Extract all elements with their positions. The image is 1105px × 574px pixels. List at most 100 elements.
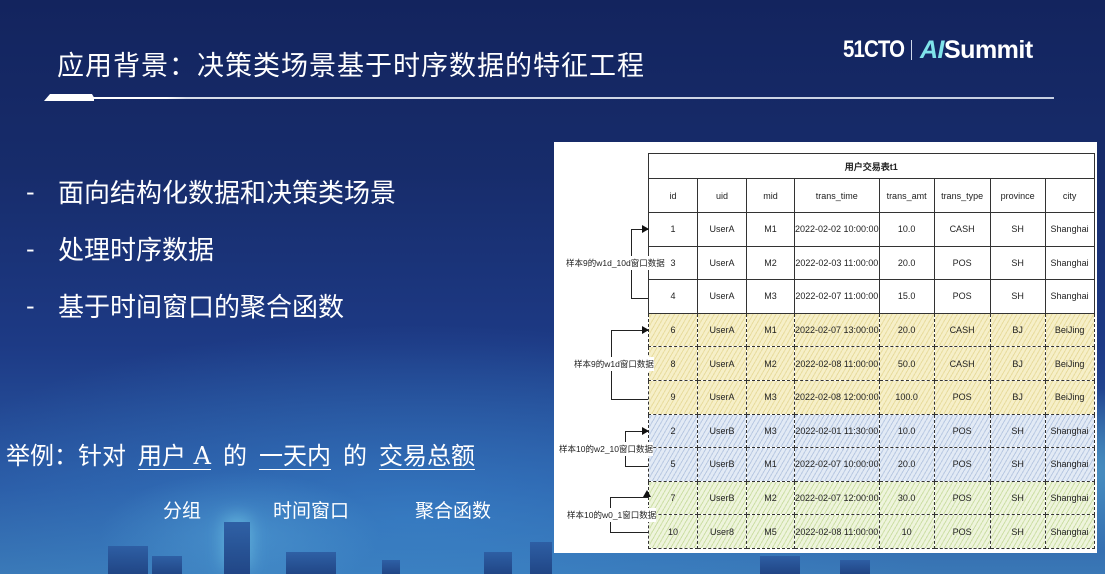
example-group-term: 用户 A (138, 442, 211, 470)
bullet-dash: - (26, 234, 35, 263)
table-header-row: id uid mid trans_time trans_amt trans_ty… (648, 178, 1095, 213)
table-cell: SH (989, 245, 1046, 281)
table-row: 3 UserA M2 2022-02-03 11:00:00 20.0 POS … (648, 245, 1095, 281)
table-row-highlighted: 8 UserA M2 2022-02-08 11:00:00 50.0 CASH… (648, 346, 1095, 381)
column-header: trans_type (933, 178, 991, 213)
table-cell: BJ (989, 346, 1046, 381)
table-cell: User8 (697, 514, 747, 549)
table-row: 1 UserA M1 2022-02-02 10:00:00 10.0 CASH… (648, 212, 1095, 247)
column-header: trans_amt (878, 178, 935, 213)
bullet-text: 处理时序数据 (58, 236, 215, 266)
table-cell: BJ (989, 312, 1046, 348)
column-header: uid (697, 178, 747, 213)
table-cell: SH (989, 279, 1046, 314)
table-cell: 4 (648, 279, 698, 314)
table-cell: 20.0 (878, 245, 935, 281)
bullet-text: 基于时间窗口的聚合函数 (58, 293, 345, 323)
table-caption: 用户交易表t1 (648, 153, 1095, 179)
slide-title: 应用背景：决策类场景基于时序数据的特征工程 (57, 51, 645, 82)
table-cell: 5 (648, 447, 698, 482)
logo-brand-51cto: 51CTO (843, 36, 905, 63)
table-cell: 10.0 (878, 212, 935, 247)
table-cell: 2022-02-07 13:00:00 (794, 312, 880, 348)
table-cell: 2022-02-07 10:00:00 (794, 447, 880, 482)
table-cell: 10.0 (878, 413, 935, 449)
example-prefix: 举例：针对 (6, 442, 126, 470)
table-cell: 2022-02-07 11:00:00 (794, 279, 880, 314)
table-cell: M1 (746, 212, 795, 247)
bullet-dash: - (26, 177, 35, 206)
bullet-list: - 面向结构化数据和决策类场景 - 处理时序数据 - 基于时间窗口的聚合函数 (26, 163, 396, 334)
table-cell: 2022-02-03 11:00:00 (794, 245, 880, 281)
skyline-building (286, 552, 336, 574)
arrow-right-icon (642, 225, 649, 233)
table-cell: 15.0 (878, 279, 935, 314)
table-cell: Shanghai (1044, 447, 1095, 482)
label-group: 分组 (163, 500, 202, 522)
window-annotation-label: 样本10的w0_1窗口数据 (567, 508, 657, 522)
table-cell: POS (933, 480, 991, 516)
table-cell: M2 (746, 245, 795, 281)
arrow-up-icon (643, 490, 651, 497)
table-cell: POS (933, 379, 991, 415)
bullet-item: - 处理时序数据 (26, 220, 396, 277)
column-header: city (1044, 178, 1095, 213)
table-cell: 7 (648, 480, 698, 516)
table-cell: M3 (746, 279, 795, 314)
table-row-highlighted: 6 UserA M1 2022-02-07 13:00:00 20.0 CASH… (648, 312, 1095, 348)
window-annotation-label: 样本9的w1d_10d窗口数据 (566, 256, 665, 270)
table-cell: CASH (933, 212, 991, 247)
example-window-term: 一天内 (258, 442, 331, 470)
table-cell: 9 (648, 379, 698, 415)
table-cell: Shanghai (1044, 212, 1095, 247)
title-underline (68, 97, 1054, 99)
example-agg-term: 交易总额 (378, 442, 475, 470)
table-cell: 2022-02-07 12:00:00 (794, 480, 880, 516)
table-cell: M2 (746, 480, 795, 516)
bullet-item: - 面向结构化数据和决策类场景 (26, 163, 396, 220)
example-connector: 的 (222, 442, 247, 470)
skyline-building (484, 552, 512, 574)
table-cell: POS (933, 245, 991, 281)
table-cell: 2022-02-02 10:00:00 (794, 212, 880, 247)
table-cell: Shanghai (1044, 480, 1095, 516)
table-cell: POS (933, 514, 991, 549)
table-cell: SH (989, 413, 1046, 449)
table-cell: M3 (746, 413, 795, 449)
skyline-building (382, 560, 400, 574)
table-cell: 2022-02-08 12:00:00 (794, 379, 880, 415)
table-cell: Shanghai (1044, 413, 1095, 449)
table-cell: BeiJing (1044, 379, 1095, 415)
table-cell: BJ (989, 379, 1046, 415)
table-cell: M1 (746, 312, 795, 348)
table-cell: CASH (933, 346, 991, 381)
table-cell: 50.0 (878, 346, 935, 381)
table-cell: UserA (697, 379, 747, 415)
table-cell: POS (933, 447, 991, 482)
table-cell: SH (989, 514, 1046, 549)
table-cell: M1 (746, 447, 795, 482)
table-cell: CASH (933, 312, 991, 348)
window-annotation-label: 样本9的w1d窗口数据 (574, 357, 654, 371)
logo-ai-mark: AI (920, 35, 945, 64)
column-header: trans_time (794, 178, 880, 213)
table-cell: SH (989, 212, 1046, 247)
table-cell: 100.0 (878, 379, 935, 415)
skyline-building (530, 542, 552, 574)
window-annotation-label: 样本10的w2_10窗口数据 (559, 442, 654, 456)
table-cell: SH (989, 447, 1046, 482)
table-cell: Shanghai (1044, 279, 1095, 314)
table-cell: UserA (697, 245, 747, 281)
transaction-table-figure: 用户交易表t1 id uid mid trans_time trans_amt … (554, 142, 1097, 553)
skyline-building (224, 522, 250, 574)
table-cell: UserB (697, 413, 747, 449)
skyline-building (152, 556, 182, 574)
table-cell: SH (989, 480, 1046, 516)
table-cell: 30.0 (878, 480, 935, 516)
table-cell: POS (933, 279, 991, 314)
column-header: id (648, 178, 698, 213)
arrow-right-icon (642, 326, 649, 334)
event-logo: 51CTO AISummit (843, 35, 1033, 65)
example-connector: 的 (342, 442, 367, 470)
